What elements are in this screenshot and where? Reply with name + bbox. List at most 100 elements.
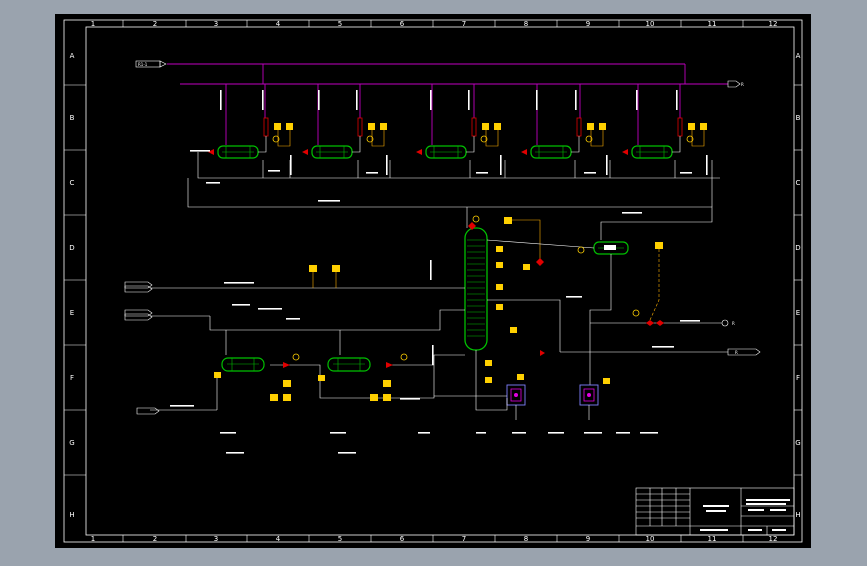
drawing-frame [55,14,811,548]
annotation-mark [232,304,250,306]
annotation-mark [584,172,596,174]
right-outlet-product-1: R [721,319,735,327]
column-signal-lines [512,219,541,260]
col-10-bottom: 10 [646,535,655,543]
annotation-mark [652,346,674,348]
row-h-right: H [795,511,800,519]
col-3: 3 [214,20,218,28]
top-exchanger-4 [521,117,606,159]
annotation-mark [418,432,430,434]
row-g: G [69,439,74,447]
bottom-process-lines [434,395,590,420]
col-9: 9 [586,20,590,28]
annotation-mark [366,172,378,174]
col-3-bottom: 3 [214,535,218,543]
annotation-mark [286,318,300,320]
lower-exchanger-2 [318,353,408,401]
col-12-bottom: 12 [769,535,778,543]
utility-outlet-label: R [741,82,744,87]
annotation-mark [206,182,220,184]
column-labels-top: 1 2 3 4 5 6 7 8 9 10 11 12 [91,20,778,28]
annotation-mark [680,320,700,322]
annotation-mark-vertical [430,90,432,110]
annotation-mark-vertical [606,155,608,175]
col-11-bottom: 11 [708,535,717,543]
condenser-label-box [604,245,616,250]
col-1-bottom: 1 [91,535,95,543]
column-top-controller [504,217,512,224]
annotation-mark [170,405,194,407]
column-valves [468,222,545,356]
column-ticks [122,20,744,542]
top-exchanger-3 [416,117,501,159]
annotation-mark-vertical [262,90,264,110]
col-1: 1 [91,20,95,28]
annotation-mark [220,432,236,434]
col-7-bottom: 7 [462,535,466,543]
col-7: 7 [462,20,466,28]
column-labels-bottom: 1 2 3 4 5 6 7 8 9 10 11 12 [91,535,778,543]
top-exchanger-5 [622,117,707,159]
condenser-signal-line [649,249,660,321]
annotation-mark [566,296,582,298]
utility-inlet-label: R1-1 [138,62,148,67]
lower-exchanger-1 [214,353,300,401]
condenser-link-line [486,239,595,249]
col-5-bottom: 5 [338,535,342,543]
annotation-mark [330,432,346,434]
annotation-mark-vertical [636,90,638,110]
annotation-mark [224,282,254,284]
title-block-text-marks [700,499,790,531]
row-b: B [70,114,75,122]
annotation-mark-vertical [536,90,538,110]
feed-line-signals [312,272,337,288]
top-exchanger-1 [208,117,293,159]
annotation-mark-vertical [432,345,434,365]
annotation-mark-vertical [500,155,502,175]
col-2: 2 [153,20,157,28]
annotation-mark-vertical [290,155,292,175]
utility-inlet-arrow [159,60,167,68]
annotation-mark [548,432,564,434]
row-c-right: C [796,179,801,187]
col-6-bottom: 6 [400,535,405,543]
utility-outlet-arrow [727,80,741,88]
annotation-mark [338,452,356,454]
condenser-instrument [577,246,585,254]
column-top-instrument [472,215,480,223]
outlet-2-label: R [735,350,738,355]
row-d: D [69,244,74,252]
col-11: 11 [708,20,717,28]
col-8: 8 [524,20,528,28]
row-a: A [70,52,75,60]
row-ticks [64,84,802,476]
annotation-mark [190,150,210,152]
annotation-mark-vertical [575,90,577,110]
annotation-mark-vertical [318,90,320,110]
annotation-mark [616,432,630,434]
condenser-outlet-line [589,254,612,385]
left-feed-tags [124,281,160,415]
annotation-mark [584,432,602,434]
distillation-column [464,215,545,398]
annotation-mark [476,432,486,434]
row-labels-right: A B C D E F G H [795,52,800,519]
inner-border [85,26,795,536]
annotation-marks [170,90,708,454]
overhead-condenser [486,239,663,385]
utility-outlet-tag: R [727,80,744,88]
annotation-mark-vertical [356,90,358,110]
row-e: E [70,309,74,317]
process-headers [187,152,720,240]
outlet-1-node [721,319,729,327]
col-5: 5 [338,20,342,28]
utility-header [167,63,728,145]
condenser-controller [655,242,663,249]
row-a-right: A [796,52,801,60]
column-trays [467,239,485,337]
row-labels-left: A B C D E F G H [69,52,74,519]
col-2-bottom: 2 [153,535,157,543]
row-e-right: E [796,309,800,317]
